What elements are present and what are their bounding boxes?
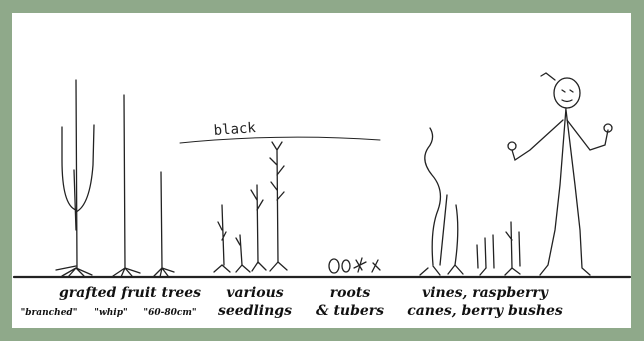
short-tree (154, 172, 174, 277)
black-scribble-text: black (213, 120, 257, 139)
label-whip: "whip" (88, 307, 134, 319)
label-fruit-trees: grafted fruit trees (30, 284, 230, 303)
person-figure (508, 73, 612, 275)
label-60-80cm: "60-80cm" (136, 307, 204, 319)
black-line (180, 137, 380, 143)
branched-tree (56, 80, 94, 277)
seedlings (214, 142, 287, 272)
label-branched: "branched" (15, 307, 83, 319)
whip-tree (113, 95, 140, 277)
vines-bushes (420, 128, 520, 275)
roots-tubers (329, 258, 380, 273)
